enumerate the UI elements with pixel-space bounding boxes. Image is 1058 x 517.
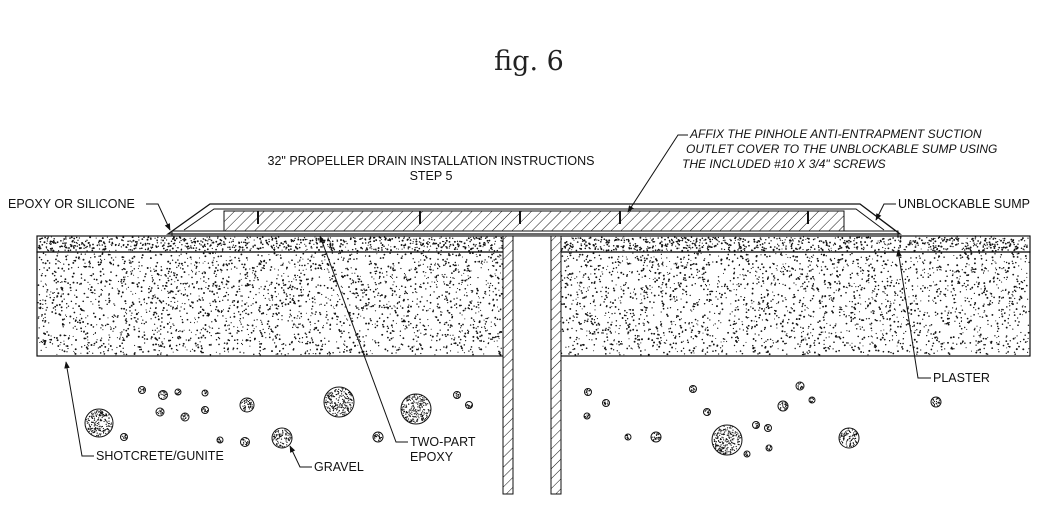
shotcrete-layer bbox=[36, 251, 1031, 357]
sump-cover-assembly bbox=[165, 203, 902, 237]
leader-lines bbox=[64, 134, 931, 468]
shotcrete-stipple bbox=[37, 252, 1030, 356]
gravel-label: GRAVEL bbox=[314, 460, 364, 474]
epoxy-silicone-label: EPOXY OR SILICONE bbox=[8, 197, 135, 211]
title-line-2: STEP 5 bbox=[410, 169, 453, 183]
title-line-1: 32" PROPELLER DRAIN INSTALLATION INSTRUC… bbox=[268, 154, 595, 168]
affix-note-line-1: AFFIX THE PINHOLE ANTI-ENTRAPMENT SUCTIO… bbox=[689, 127, 982, 141]
gravel-stones bbox=[84, 381, 942, 458]
figure-label: fig. 6 bbox=[494, 46, 564, 77]
plaster-label: PLASTER bbox=[933, 371, 990, 385]
two-part-epoxy-label-1: TWO-PART bbox=[410, 435, 476, 449]
plaster-layer bbox=[36, 235, 1031, 253]
cover-ribs bbox=[257, 211, 809, 224]
affix-note-line-3: THE INCLUDED #10 X 3/4" SCREWS bbox=[682, 157, 886, 171]
two-part-epoxy-label-2: EPOXY bbox=[410, 450, 454, 464]
plaster-stipple bbox=[37, 236, 1029, 252]
drain-pipe bbox=[502, 235, 562, 495]
shotcrete-gunite-label: SHOTCRETE/GUNITE bbox=[96, 449, 224, 463]
unblockable-sump-label: UNBLOCKABLE SUMP bbox=[898, 197, 1030, 211]
affix-note-line-2: OUTLET COVER TO THE UNBLOCKABLE SUMP USI… bbox=[686, 142, 997, 156]
